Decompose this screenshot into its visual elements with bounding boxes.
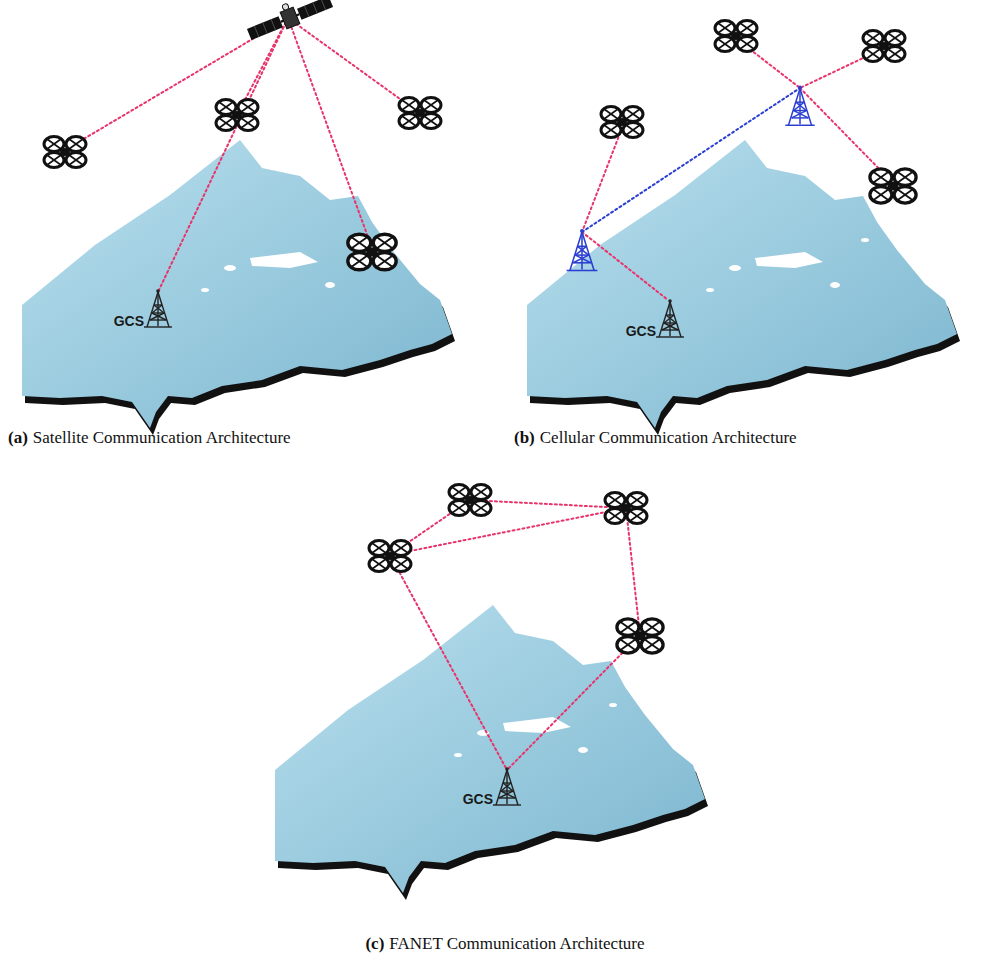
backhaul-link <box>582 88 800 232</box>
station-label: GCS <box>624 322 658 340</box>
satellite-links <box>65 18 418 292</box>
cellular-links <box>582 40 890 300</box>
station-label: GCS <box>461 790 495 808</box>
radio-link <box>470 500 626 508</box>
radio-link <box>158 18 288 292</box>
station-label: GCS <box>112 312 146 330</box>
satellite-icon <box>244 0 335 43</box>
map-region <box>275 605 705 893</box>
gcs-node: GCS <box>624 322 658 340</box>
cell-tower <box>785 86 814 126</box>
radio-link <box>582 232 668 300</box>
drone-icon <box>216 100 258 131</box>
drone-icon <box>617 619 663 653</box>
drone-icon <box>348 234 396 270</box>
panel-b-map <box>527 140 960 435</box>
map-region <box>22 140 452 428</box>
figure-caption: (a) Satellite Communication Architecture <box>8 428 291 448</box>
drone-icon <box>863 31 905 62</box>
gcs-tower <box>493 767 521 805</box>
panel-title: Satellite Communication Architecture <box>33 428 291 447</box>
islands <box>706 238 869 292</box>
panel-letter: (b) <box>514 428 535 447</box>
gcs-tower <box>656 299 684 337</box>
islands <box>454 703 617 757</box>
drone-icon <box>449 485 491 516</box>
drone-icon <box>44 137 86 168</box>
fanet-links <box>390 500 640 770</box>
panel-letter: (c) <box>365 934 384 953</box>
panel-title: FANET Communication Architecture <box>389 934 644 953</box>
radio-link <box>390 508 626 555</box>
gcs-node: GCS <box>112 312 146 330</box>
gcs-tower <box>144 289 172 327</box>
map-region <box>527 140 957 428</box>
radio-link <box>507 635 640 770</box>
panel-letter: (a) <box>8 428 28 447</box>
gcs-node: GCS <box>461 790 495 808</box>
islands <box>201 238 364 292</box>
figure-caption: (c) FANET Communication Architecture <box>365 934 644 954</box>
panel-a-map <box>22 140 455 435</box>
cell-tower <box>567 229 598 271</box>
drone-icon <box>601 107 643 138</box>
drone-icon <box>605 493 647 524</box>
panel-title: Cellular Communication Architecture <box>540 428 797 447</box>
figure-caption: (b) Cellular Communication Architecture <box>514 428 797 448</box>
drone-icon <box>715 21 757 52</box>
radio-link <box>390 555 507 770</box>
radio-link <box>288 18 418 112</box>
drone-icon <box>399 98 441 129</box>
panel-c-map <box>275 605 708 900</box>
radio-link <box>800 88 890 180</box>
drone-icon <box>369 541 411 572</box>
drone-icon <box>870 169 916 203</box>
radio-link <box>582 128 622 232</box>
radio-link <box>288 18 372 248</box>
radio-link <box>626 508 640 635</box>
